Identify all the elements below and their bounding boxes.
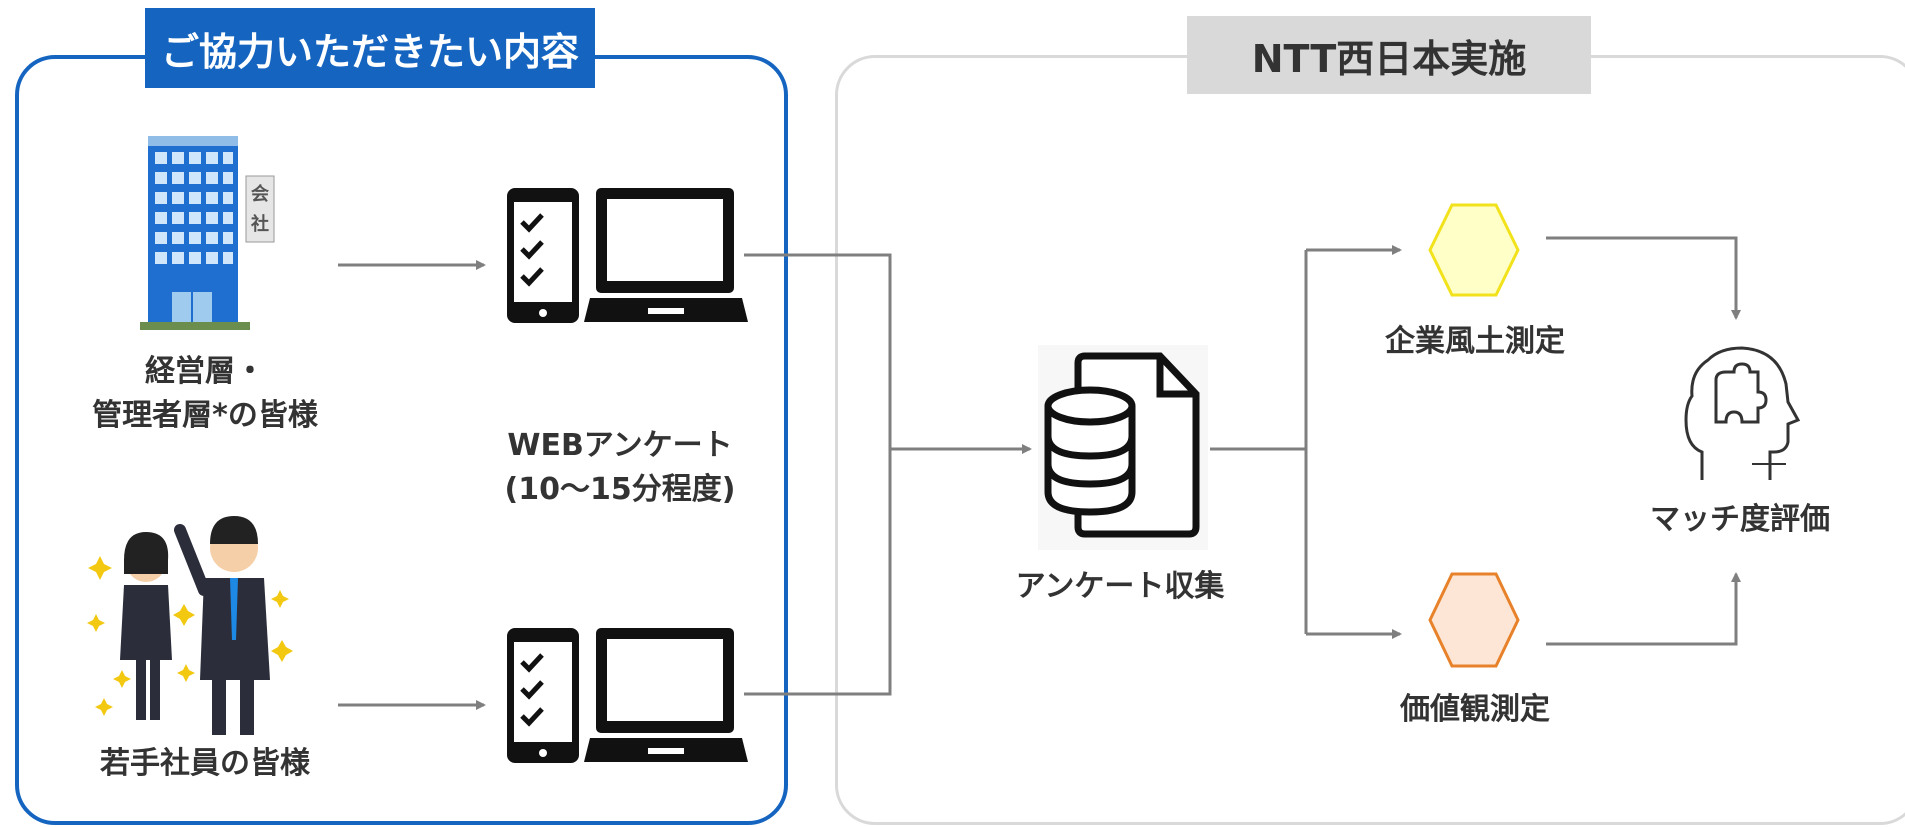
laptop-icon (584, 188, 748, 322)
web-survey-label: WEBアンケート (10〜15分程度) (470, 424, 770, 512)
ntt-panel (835, 55, 1905, 825)
connector-surveys (744, 253, 892, 696)
web-survey-line1: WEBアンケート (507, 428, 733, 463)
values-label: 価値観測定 (1400, 692, 1550, 727)
database-document-icon (1038, 345, 1208, 550)
arrow-culture-to-match (1546, 236, 1741, 320)
match-label: マッチ度評価 (1650, 502, 1830, 537)
management-label-line1: 経営層・ (145, 354, 265, 389)
head-puzzle-icon (1684, 346, 1801, 480)
management-label-line2: 管理者層*の皆様 (92, 398, 318, 433)
arrow-values-to-match (1546, 572, 1741, 646)
smartphone-checklist-icon (507, 628, 579, 763)
culture-label: 企業風土測定 (1385, 324, 1565, 359)
building-sign-bottom: 社 (251, 213, 269, 235)
cooperation-title: ご協力いただきたい内容 (145, 8, 595, 88)
smartphone-checklist-icon (507, 188, 579, 323)
laptop-icon (584, 628, 748, 762)
collection-label: アンケート収集 (1015, 569, 1225, 604)
culture-hexagon-icon (1428, 203, 1520, 297)
building-sign-top: 会 (251, 183, 269, 205)
values-hexagon-icon (1428, 572, 1520, 668)
office-building-icon (140, 136, 275, 330)
management-label: 経営層・ 管理者層*の皆様 (60, 350, 350, 438)
young-staff-label: 若手社員の皆様 (100, 746, 310, 781)
ntt-title: NTT西日本実施 (1187, 16, 1591, 94)
business-people-icon (87, 516, 293, 735)
web-survey-line2: (10〜15分程度) (504, 472, 736, 507)
